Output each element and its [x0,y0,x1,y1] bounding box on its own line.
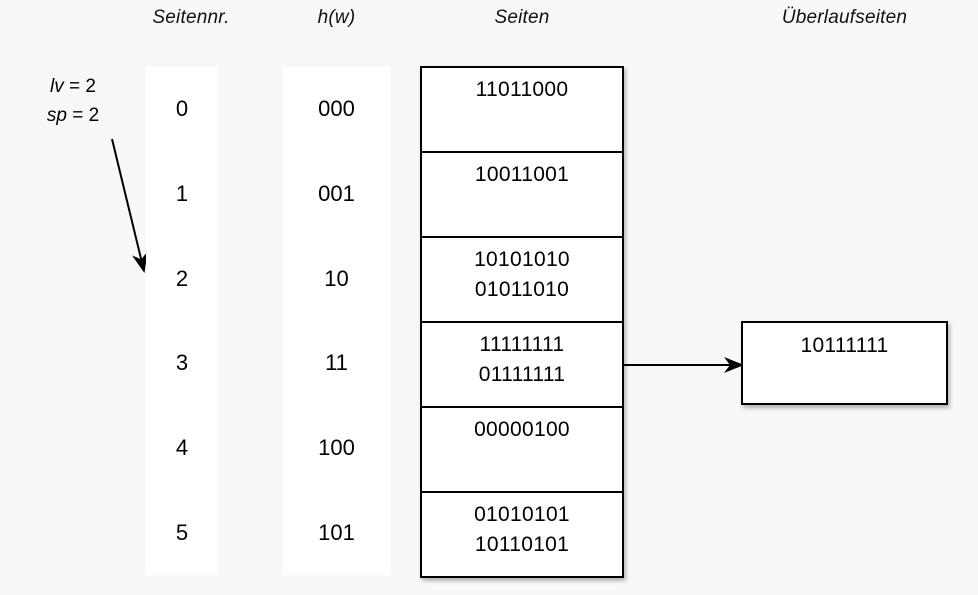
lv-parameter: lv = 2 [18,72,128,101]
pages-stack: 11011000 10011001 10101010 01011010 1111… [420,66,624,578]
overflow-page-box: 10111111 [741,321,948,405]
record-value: 01111111 [478,363,566,386]
hash-value-cell: 100 [318,435,355,461]
hash-value-cell: 000 [318,96,355,122]
record-value: 01010101 [474,503,570,526]
parameter-annotation: lv = 2 sp = 2 [18,72,128,130]
column-header-seiten: Seiten [494,7,550,28]
record-value: 01011010 [474,278,570,301]
hash-value-column: 000 001 10 11 100 101 [283,67,390,575]
page-box: 00000100 [420,406,624,491]
record-value: 10110101 [474,533,570,556]
seitennr-column: 0 1 2 3 4 5 [146,67,218,575]
lv-variable-label: lv [50,76,64,97]
column-header-seitennr: Seitennr. [152,7,230,28]
record-value: 11111111 [479,333,565,356]
seitennr-cell: 3 [175,350,189,376]
record-value: 11011000 [475,78,569,101]
page-box: 10101010 01011010 [420,236,624,321]
page-box: 01010101 10110101 [420,491,624,578]
hash-value-cell: 001 [318,181,355,206]
hash-value-cell: 11 [325,350,348,376]
page-box: 11111111 01111111 [420,321,624,406]
page-box: 10011001 [420,151,624,236]
column-header-hw: h(w) [317,7,356,28]
sp-parameter: sp = 2 [18,101,128,130]
seitennr-cell: 4 [175,435,189,461]
sp-value: = 2 [66,105,100,126]
overflow-link-arrow [624,357,744,373]
record-value: 10011001 [474,163,570,186]
seitennr-cell: 5 [175,519,189,545]
record-value: 00000100 [474,418,570,441]
page-box: 11011000 [420,66,624,151]
column-header-ueberlaufseiten: Überlaufseiten [781,7,908,28]
hash-value-cell: 10 [324,265,349,291]
lv-value: = 2 [63,76,96,97]
overflow-record-value: 10111111 [800,334,889,357]
sp-variable-label: sp [46,105,67,126]
seitennr-cell: 1 [175,181,189,206]
hash-value-cell: 101 [318,519,355,545]
record-value: 10101010 [474,248,570,271]
seitennr-cell: 2 [175,265,189,291]
seitennr-cell: 0 [175,96,189,122]
